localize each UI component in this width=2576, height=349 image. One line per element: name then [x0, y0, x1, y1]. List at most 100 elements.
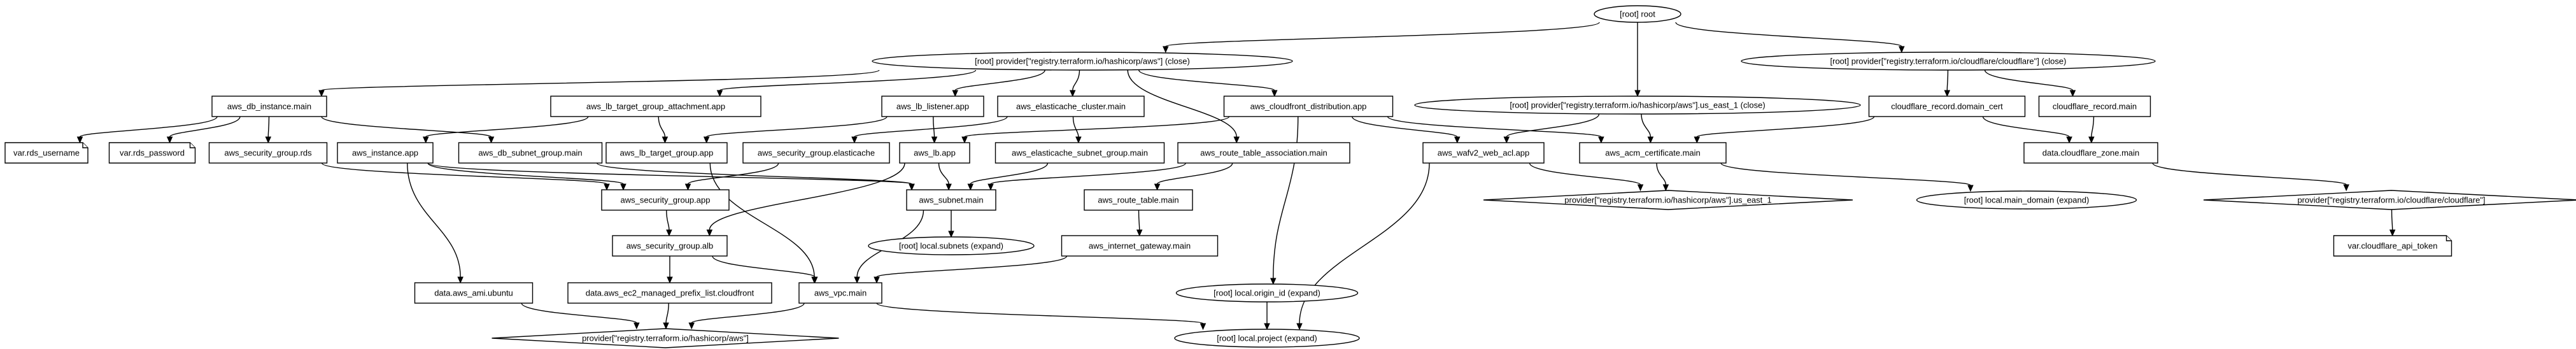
- node-lb-tg-attach: aws_lb_target_group_attachment.app: [550, 96, 761, 117]
- node-label-provider-aws-close: [root] provider["registry.terraform.io/h…: [975, 57, 1190, 66]
- node-provider-aws-east-close: [root] provider["registry.terraform.io/h…: [1414, 96, 1861, 115]
- arrowhead-icon: [961, 136, 968, 144]
- edge-route-table-to-internet-gw: [1138, 210, 1140, 231]
- arrowhead-icon: [1264, 323, 1270, 331]
- node-root: [root] root: [1594, 5, 1681, 23]
- edge-root-to-provider-cf-close: [1675, 22, 1902, 47]
- arrowhead-icon: [1637, 184, 1644, 192]
- node-label-cloudfront: aws_cloudfront_distribution.app: [1250, 102, 1367, 111]
- edge-cloudfront-to-wafv2: [1352, 116, 1458, 138]
- arrowhead-icon: [987, 183, 994, 191]
- arrowhead-icon: [1662, 184, 1669, 192]
- node-cf-record-main: cloudflare_record.main: [2038, 96, 2151, 117]
- edge-vpc-main-to-local-project: [876, 303, 1204, 324]
- arrowhead-icon: [948, 231, 954, 238]
- edge-vpc-main-to-provider-aws: [691, 303, 805, 324]
- node-acm-cert: aws_acm_certificate.main: [1579, 142, 1727, 164]
- arrowhead-icon: [688, 322, 695, 330]
- node-ami-ubuntu: data.aws_ami.ubuntu: [414, 282, 534, 304]
- node-elasticache-subnet-group: aws_elasticache_subnet_group.main: [994, 142, 1165, 164]
- node-var-rds-username: var.rds_username: [4, 142, 88, 164]
- node-label-route-table: aws_route_table.main: [1098, 196, 1178, 205]
- node-sg-app: aws_security_group.app: [601, 189, 730, 211]
- arrowhead-icon: [318, 90, 325, 97]
- edge-lb-tg-attach-to-lb-tg: [658, 116, 666, 138]
- node-cloudfront: aws_cloudfront_distribution.app: [1223, 96, 1394, 117]
- arrowhead-icon: [967, 183, 974, 191]
- edge-rt-assoc-to-route-table: [1156, 162, 1233, 185]
- edge-lb-listener-to-lb-app: [933, 116, 935, 138]
- arrowhead-icon: [620, 183, 626, 191]
- arrowhead-icon: [2069, 90, 2076, 97]
- arrowhead-icon: [945, 183, 952, 191]
- node-label-cf-record-cert: cloudflare_record.domain_cert: [1891, 102, 2003, 111]
- edge-provider-aws-east-close-to-acm-cert: [1641, 113, 1652, 138]
- node-label-provider-cf-close: [root] provider["registry.terraform.io/c…: [1830, 57, 2067, 66]
- node-local-main-domain: [root] local.main_domain (expand): [1916, 190, 2137, 210]
- arrowhead-icon: [909, 183, 915, 191]
- node-label-rt-assoc: aws_route_table_association.main: [1200, 148, 1327, 158]
- node-label-provider-aws-east-close: [root] provider["registry.terraform.io/h…: [1510, 101, 1765, 110]
- edge-db-subnet-group-to-subnet-main: [596, 162, 912, 185]
- arrowhead-icon: [703, 136, 710, 144]
- edge-lb-app-to-sg-alb: [709, 162, 905, 231]
- arrowhead-icon: [633, 322, 640, 330]
- node-elasticache-cluster: aws_elasticache_cluster.main: [997, 96, 1145, 117]
- node-label-var-rds-username: var.rds_username: [13, 148, 80, 158]
- edge-db-instance-to-sg-rds: [267, 116, 270, 138]
- arrowhead-icon: [1270, 278, 1277, 285]
- node-sg-elasticache: aws_security_group.elasticache: [742, 142, 890, 164]
- node-label-db-instance: aws_db_instance.main: [227, 102, 311, 111]
- node-label-elasticache-subnet-group: aws_elasticache_subnet_group.main: [1012, 148, 1148, 158]
- edge-lb-tg-to-vpc-main: [709, 162, 815, 278]
- node-provider-aws: provider["registry.terraform.io/hashicor…: [492, 328, 839, 348]
- edge-sg-rds-to-sg-app: [321, 162, 607, 185]
- node-sg-rds: aws_security_group.rds: [208, 142, 328, 164]
- edge-wafv2-to-provider-aws-east: [1529, 162, 1641, 185]
- node-label-provider-cf: provider["registry.terraform.io/cloudfla…: [2297, 196, 2485, 205]
- node-label-sg-app: aws_security_group.app: [621, 196, 711, 205]
- node-lb-app: aws_lb.app: [899, 142, 970, 164]
- node-wafv2: aws_wafv2_web_acl.app: [1422, 142, 1545, 164]
- edge-sg-alb-to-vpc-main: [712, 255, 816, 278]
- node-vpc-main: aws_vpc.main: [798, 282, 882, 304]
- edge-db-instance-to-var-rds-password: [169, 116, 241, 138]
- arrowhead-icon: [716, 90, 723, 97]
- node-label-sg-alb: aws_security_group.alb: [626, 241, 714, 251]
- node-label-db-subnet-group: aws_db_subnet_group.main: [478, 148, 582, 158]
- node-label-local-main-domain: [root] local.main_domain (expand): [1964, 196, 2090, 205]
- node-label-var-rds-password: var.rds_password: [120, 148, 185, 158]
- arrowhead-icon: [662, 136, 669, 144]
- edge-prefix-list-to-provider-aws: [665, 303, 669, 324]
- node-label-acm-cert: aws_acm_certificate.main: [1605, 148, 1701, 158]
- graph-nodes: [root] root [root] provider["registry.ter…: [4, 5, 2576, 348]
- node-provider-aws-east: provider["registry.terraform.io/hashicor…: [1483, 190, 1853, 210]
- node-label-instance-app: aws_instance.app: [352, 148, 418, 158]
- node-local-subnets: [root] local.subnets (expand): [868, 236, 1035, 255]
- node-prefix-list: data.aws_ec2_managed_prefix_list.cloudfr…: [567, 282, 772, 304]
- edge-elasticache-cluster-to-elasticache-subnet-group: [1072, 116, 1079, 138]
- node-internet-gw: aws_internet_gateway.main: [1061, 235, 1219, 257]
- arrowhead-icon: [1598, 136, 1604, 144]
- edge-sg-app-to-sg-alb: [666, 210, 670, 231]
- arrowhead-icon: [2066, 136, 2072, 144]
- edge-db-instance-to-var-rds-username: [79, 116, 218, 138]
- node-provider-cf: provider["registry.terraform.io/cloudfla…: [2203, 190, 2576, 210]
- node-label-vpc-main: aws_vpc.main: [814, 288, 867, 298]
- arrowhead-icon: [851, 136, 858, 144]
- arrowhead-icon: [1503, 136, 1510, 144]
- arrowhead-icon: [1154, 183, 1161, 191]
- edge-cf-record-main-to-cf-zone: [2091, 116, 2095, 138]
- arrowhead-icon: [1944, 90, 1951, 97]
- node-label-local-subnets: [root] local.subnets (expand): [899, 241, 1003, 251]
- arrowhead-icon: [2343, 184, 2349, 192]
- edge-acm-cert-to-local-main-domain: [1720, 162, 1971, 186]
- node-cf-record-cert: cloudflare_record.domain_cert: [1868, 96, 2026, 117]
- edge-provider-cf-close-to-cf-record-main: [1984, 69, 2074, 91]
- edge-root-to-provider-aws-close: [1165, 22, 1600, 47]
- edge-db-instance-to-db-subnet-group: [321, 116, 492, 138]
- node-var-cf-token: var.cloudflare_api_token: [2333, 235, 2452, 257]
- node-label-provider-aws: provider["registry.terraform.io/hashicor…: [582, 334, 749, 343]
- arrowhead-icon: [1634, 90, 1641, 97]
